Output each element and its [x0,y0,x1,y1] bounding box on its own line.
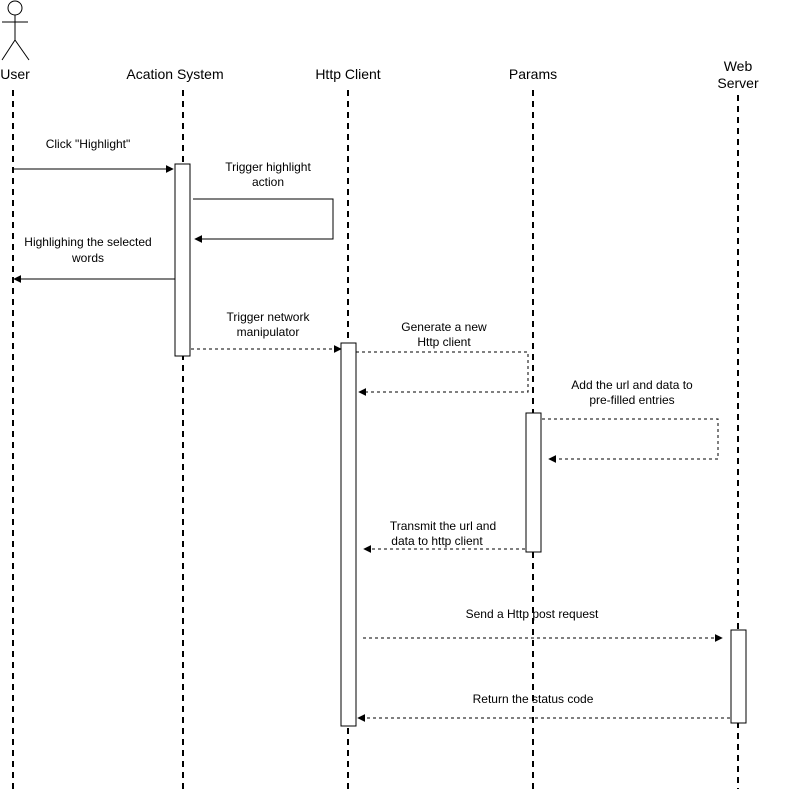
activation-params [525,412,542,553]
message-label-trigger-highlight-line1: Trigger highlight [225,160,311,174]
activation-client [340,342,357,727]
message-label-highlighting-line1: Highlighing the selected [24,235,151,249]
message-label-generate-client-line1: Generate a new [401,320,487,334]
participant-server-label-line2: Server [717,75,759,91]
message-label-return-status: Return the status code [473,692,594,706]
message-label-add-url-line2: pre-filled entries [589,393,674,407]
activation-system [174,163,191,357]
participant-server-label-line1: Web [724,58,753,74]
message-label-trigger-highlight-line2: action [252,175,284,189]
message-label-click-highlight: Click "Highlight" [46,137,131,151]
message-label-send-post: Send a Http post request [466,607,599,621]
message-arrow-generate-client [356,351,529,396]
message-label-trigger-network-line1: Trigger network [227,310,311,324]
user-actor-icon [1,0,30,61]
message-label-add-url-line1: Add the url and data to [571,378,693,392]
message-arrow-add-url-data [542,418,719,463]
message-label-transmit-line2: data to http client [391,534,483,548]
activation-server [730,629,747,724]
message-label-generate-client-line2: Http client [417,335,471,349]
message-label-highlighting-line2: words [71,251,104,265]
participant-client-label: Http Client [315,66,380,82]
participant-params-label: Params [509,66,557,82]
participant-user-label: User [0,66,30,82]
message-arrow-trigger-highlight [193,198,334,243]
message-label-trigger-network-line2: manipulator [237,325,300,339]
participant-system-label: Acation System [126,66,223,82]
message-label-transmit-line1: Transmit the url and [390,519,496,533]
